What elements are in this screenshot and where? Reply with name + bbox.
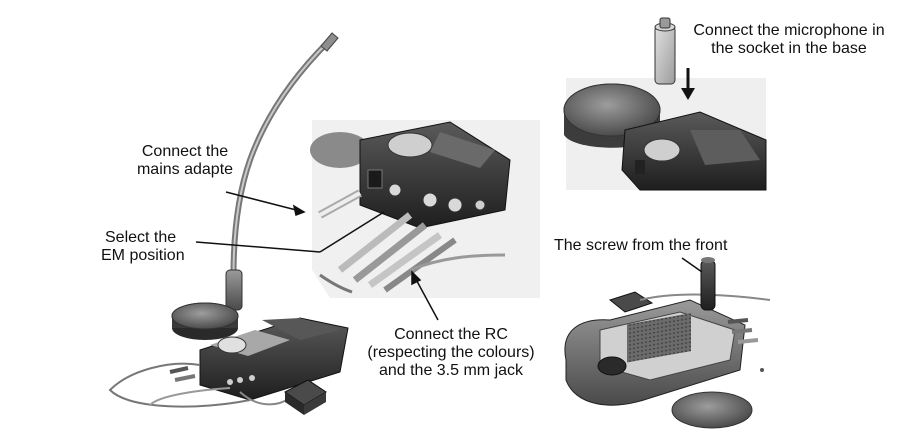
- label-line: the socket in the base: [711, 40, 867, 57]
- label-line: Connect the: [141, 143, 229, 160]
- base-speaker-left: [171, 302, 239, 340]
- mic-socket-closeup: [563, 78, 767, 191]
- label-select-em: Select the EM position: [101, 229, 211, 265]
- label-mains-adapter: Connect the mains adapte: [130, 143, 240, 179]
- cables-left: [108, 362, 291, 408]
- label-connect-rc: Connect the RC (respecting the colours) …: [356, 326, 546, 380]
- label-line: Select the: [105, 229, 177, 246]
- leader-lines: [195, 191, 439, 321]
- label-connect-microphone: Connect the microphone in the socket in …: [678, 22, 900, 58]
- screw-leader-line: [681, 257, 703, 273]
- label-line: Connect the RC: [394, 326, 508, 343]
- label-line: mains adapte: [136, 161, 234, 178]
- label-line: and the 3.5 mm jack: [378, 362, 524, 379]
- screw-closeup: [564, 257, 771, 429]
- mains-adapter-left: [284, 379, 327, 415]
- label-line: The screw from the front: [554, 237, 728, 254]
- label-line: Connect the microphone in: [693, 22, 885, 39]
- gooseneck-microphone: [225, 32, 339, 311]
- rear-connectors-closeup: [310, 120, 540, 298]
- microphone-capsule: [654, 17, 676, 85]
- control-unit-left: [199, 317, 349, 401]
- label-line: EM position: [101, 247, 185, 264]
- down-arrow: [681, 68, 695, 100]
- label-screw-front: The screw from the front: [554, 237, 727, 255]
- label-line: (respecting the colours): [367, 344, 535, 361]
